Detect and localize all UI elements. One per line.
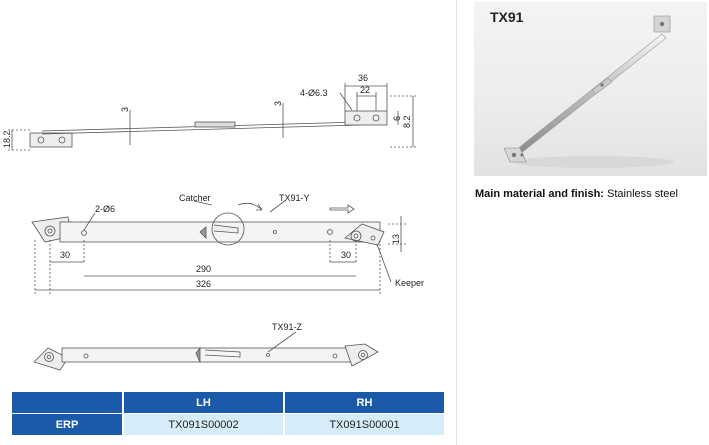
product-photo: TX91 bbox=[474, 2, 707, 176]
dim-3-left: 3 bbox=[120, 107, 130, 112]
dim-2-holes: 2-Ø6 bbox=[95, 204, 115, 214]
dim-326: 326 bbox=[196, 279, 211, 289]
technical-drawing: 18.2 3 3 36 22 4-Ø6.3 6 8.2 bbox=[2, 73, 424, 371]
dim-22: 22 bbox=[360, 85, 370, 95]
bottom-view bbox=[33, 331, 379, 371]
label-keeper: Keeper bbox=[395, 278, 424, 288]
header-rh: RH bbox=[285, 392, 444, 413]
label-catcher: Catcher bbox=[179, 193, 211, 203]
column-divider bbox=[456, 0, 457, 445]
material-value: Stainless steel bbox=[607, 188, 678, 200]
header-blank bbox=[12, 392, 122, 413]
dim-290: 290 bbox=[196, 264, 211, 274]
dim-6: 6 bbox=[392, 116, 402, 121]
material-info: Main material and finish: Stainless stee… bbox=[475, 188, 678, 200]
dim-4-holes: 4-Ø6.3 bbox=[300, 88, 328, 98]
table-row: ERP TX091S00002 TX091S00001 bbox=[12, 414, 444, 435]
table-header-row: LH RH bbox=[12, 392, 444, 413]
dim-30-right: 30 bbox=[341, 250, 351, 260]
material-label: Main material and finish: bbox=[475, 188, 604, 200]
dim-18-2-left: 18.2 bbox=[2, 130, 12, 148]
dim-30-left: 30 bbox=[60, 250, 70, 260]
dim-13: 13 bbox=[391, 234, 401, 244]
dim-36: 36 bbox=[358, 73, 368, 83]
cell-lh-code: TX091S00002 bbox=[124, 414, 283, 435]
header-lh: LH bbox=[124, 392, 283, 413]
row-label-erp: ERP bbox=[12, 414, 122, 435]
dim-8-2: 8.2 bbox=[402, 115, 412, 128]
cell-rh-code: TX091S00001 bbox=[285, 414, 444, 435]
label-tx91-y: TX91-Y bbox=[279, 193, 310, 203]
label-tx91-z: TX91-Z bbox=[272, 322, 303, 332]
erp-table: LH RH ERP TX091S00002 TX091S00001 bbox=[10, 391, 446, 436]
friction-stay-illustration bbox=[503, 15, 674, 168]
dim-3-right: 3 bbox=[273, 101, 283, 106]
product-code: TX91 bbox=[490, 9, 524, 25]
top-view bbox=[8, 83, 418, 151]
side-view bbox=[31, 199, 408, 296]
